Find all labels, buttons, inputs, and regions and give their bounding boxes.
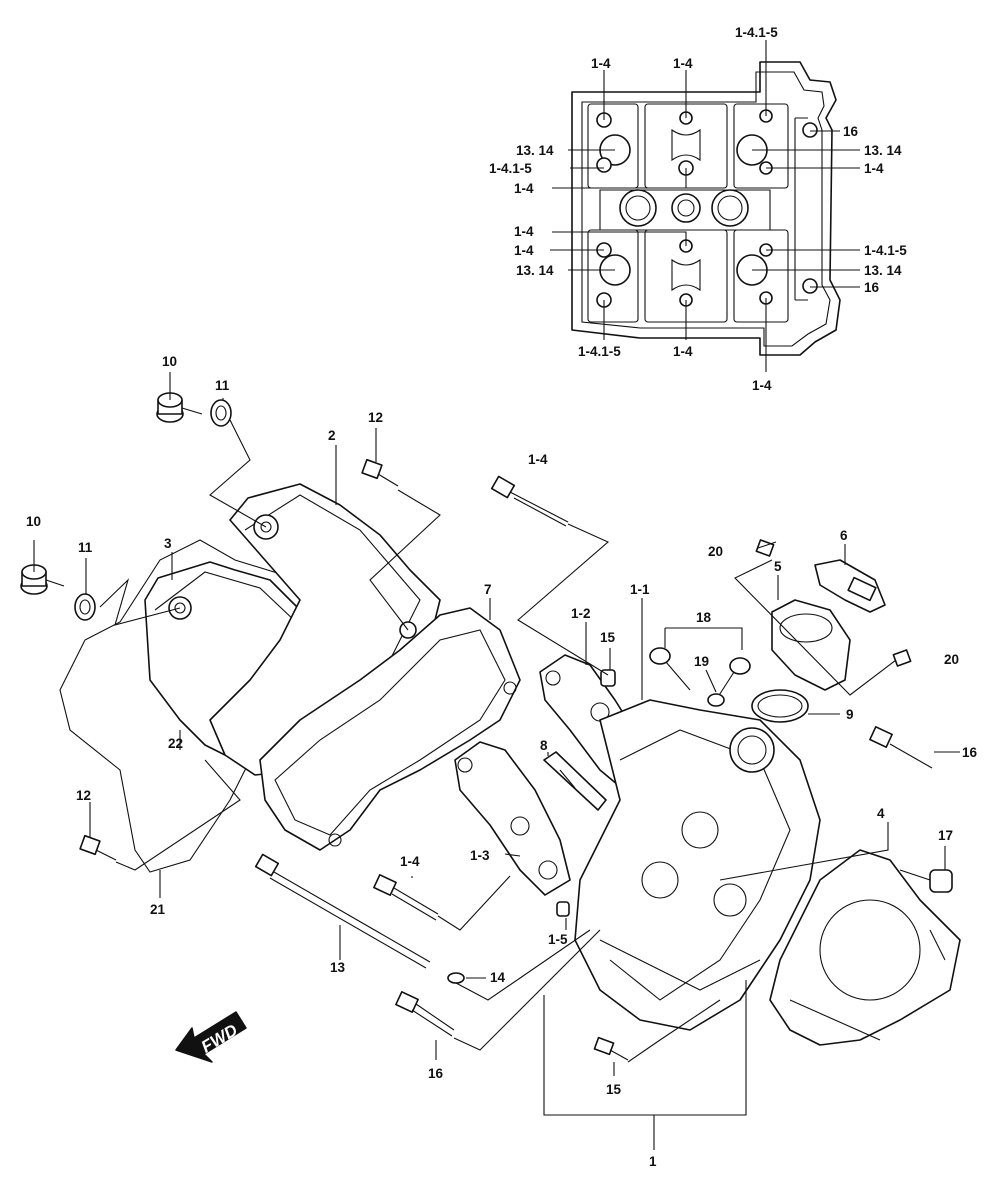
washer-19 — [707, 693, 725, 707]
cam-holder-1-3 — [454, 741, 571, 896]
bolt-pattern-inset: 1-4 1-4 1-4.1-5 16 13. 14 13. 14 1-4.1-5… — [489, 25, 907, 393]
label-21: 21 — [150, 902, 166, 917]
label-8: 8 — [540, 738, 548, 753]
inset-label-1-4: 1-4 — [673, 344, 693, 359]
label-9: 9 — [846, 707, 854, 722]
label-1-2: 1-2 — [571, 606, 591, 621]
leader-lines — [33, 372, 960, 1150]
bolt-16 — [395, 991, 455, 1037]
label-1-4: 1-4 — [400, 854, 420, 869]
inset-label-1-4: 1-4 — [752, 378, 772, 393]
clamp-6 — [814, 559, 886, 613]
inset-label-1-4: 1-4 — [514, 243, 534, 258]
label-1-5: 1-5 — [548, 932, 568, 947]
inset-label-1-4: 1-4 — [591, 56, 611, 71]
inset-label-1-4: 1-4 — [673, 56, 693, 71]
label-22: 22 — [168, 736, 183, 751]
label-10: 10 — [162, 354, 177, 369]
inset-label-16: 16 — [864, 280, 880, 295]
inset-label-13-14: 13. 14 — [516, 143, 554, 158]
label-15: 15 — [606, 1082, 622, 1097]
label-2: 2 — [328, 428, 336, 443]
label-4: 4 — [877, 806, 885, 821]
label-1-4: 1-4 — [528, 452, 548, 467]
label-14: 14 — [490, 970, 506, 985]
label-6: 6 — [840, 528, 848, 543]
label-20: 20 — [944, 652, 959, 667]
dowel-17 — [929, 869, 953, 893]
inset-label-1-4-1-5: 1-4.1-5 — [489, 161, 532, 176]
label-19: 19 — [694, 654, 709, 669]
intake-insulator-5 — [771, 599, 851, 691]
bolt-18 — [715, 657, 751, 701]
bolt-16 — [869, 726, 933, 769]
label-1-3: 1-3 — [470, 848, 490, 863]
dowel-15 — [600, 669, 616, 687]
cap-nut-10 — [20, 564, 65, 595]
dowel-1-5 — [556, 901, 570, 917]
label-13: 13 — [330, 960, 346, 975]
label-17: 17 — [938, 828, 953, 843]
label-10: 10 — [26, 514, 41, 529]
label-1-1: 1-1 — [630, 582, 650, 597]
washer-14 — [447, 972, 465, 984]
washer-11 — [210, 399, 232, 427]
arrow-icon — [175, 1011, 247, 1063]
forward-arrow: FWD — [175, 1011, 247, 1063]
gasket-7 — [259, 607, 521, 851]
label-20: 20 — [708, 544, 723, 559]
label-18: 18 — [696, 610, 712, 625]
bolt-18 — [649, 647, 691, 691]
bolt-1-4 — [373, 874, 439, 921]
label-7: 7 — [484, 582, 492, 597]
bolt-12 — [79, 834, 117, 861]
label-16: 16 — [962, 745, 978, 760]
cap-nut-10 — [156, 392, 203, 423]
inset-label-1-4-1-5: 1-4.1-5 — [578, 344, 621, 359]
label-1: 1 — [649, 1154, 657, 1169]
label-5: 5 — [774, 559, 782, 574]
label-12: 12 — [368, 410, 383, 425]
label-3: 3 — [164, 536, 172, 551]
inset-label-1-4: 1-4 — [864, 161, 884, 176]
inset-label-1-4-1-5: 1-4.1-5 — [735, 25, 778, 40]
bolt-20 — [892, 649, 912, 667]
label-16: 16 — [428, 1066, 444, 1081]
label-15: 15 — [600, 630, 616, 645]
bolt-15 — [593, 1036, 629, 1061]
inset-label-1-4: 1-4 — [514, 224, 534, 239]
inset-label-13-14: 13. 14 — [864, 263, 902, 278]
label-11: 11 — [78, 540, 93, 555]
head-gasket-4 — [769, 849, 961, 1046]
inset-label-1-4-1-5: 1-4.1-5 — [864, 243, 907, 258]
washer-11 — [74, 593, 96, 621]
spark-plug-8 — [543, 751, 607, 811]
inset-label-1-4: 1-4 — [514, 181, 534, 196]
inset-label-13-14: 13. 14 — [864, 143, 902, 158]
part-labels: 10 11 12 2 1-4 10 11 3 7 1-2 1-1 15 18 2… — [26, 354, 978, 1169]
label-11: 11 — [215, 378, 230, 393]
cylinder-head-1-1 — [574, 699, 821, 1031]
label-12: 12 — [76, 788, 91, 803]
inset-label-13-14: 13. 14 — [516, 263, 554, 278]
bolt-1-4 — [490, 475, 569, 527]
bolt-12 — [361, 458, 399, 487]
stud-bolt-13 — [254, 853, 431, 969]
inset-label-16: 16 — [843, 124, 859, 139]
